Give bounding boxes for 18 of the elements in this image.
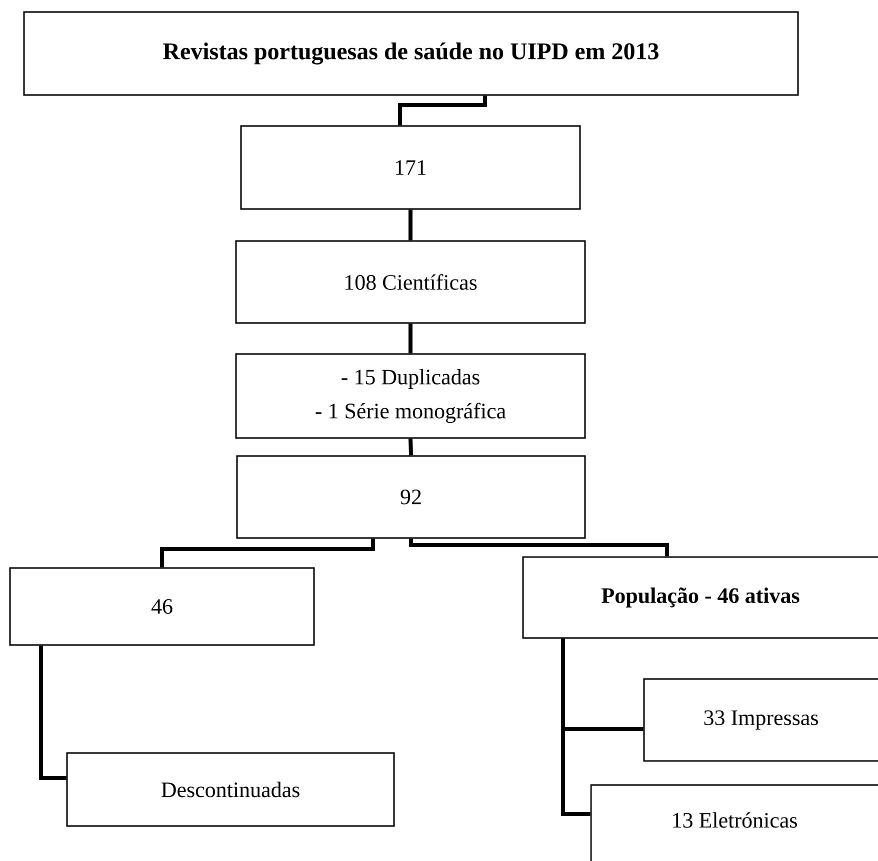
connector bbox=[409, 538, 669, 556]
connector bbox=[398, 96, 487, 126]
connector bbox=[408, 438, 413, 456]
process-box: 108 Científicas bbox=[235, 240, 586, 324]
process-box: 46 bbox=[9, 567, 315, 646]
connector bbox=[39, 646, 66, 780]
connector bbox=[408, 324, 412, 354]
process-box: 13 Eletrónicas bbox=[590, 784, 878, 861]
process-box: Revistas portuguesas de saúde no UIPD em 2013 bbox=[23, 11, 799, 96]
process-box: População - 46 ativas bbox=[522, 556, 878, 639]
connector bbox=[561, 638, 590, 816]
connector bbox=[408, 210, 412, 240]
process-box: Descontinuadas bbox=[66, 752, 395, 827]
process-box: 33 Impressas bbox=[643, 678, 878, 762]
process-box: - 15 Duplicadas - 1 Série monográfica bbox=[235, 353, 586, 439]
connector bbox=[160, 538, 375, 568]
process-box: 171 bbox=[240, 125, 581, 210]
process-box: 92 bbox=[236, 455, 586, 539]
